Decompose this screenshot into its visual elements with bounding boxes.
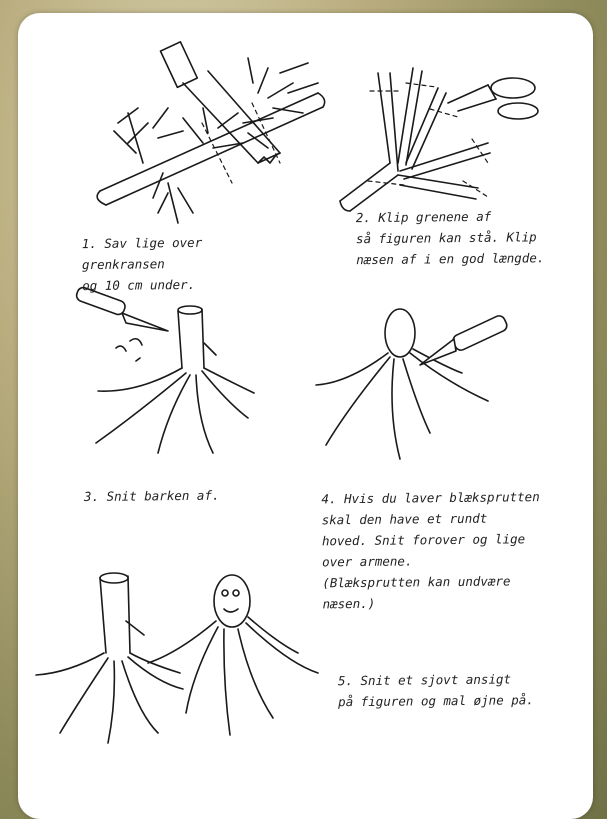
step4-octopus-head-illustration bbox=[316, 309, 509, 459]
step-4-caption: 4. Hvis du laver blæksprutten skal den h… bbox=[321, 486, 582, 615]
step-5-caption: 5. Snit et sjovt ansigt på figuren og ma… bbox=[338, 668, 578, 713]
step-2-caption: 2. Klip grenene af så figuren kan stå. K… bbox=[356, 205, 582, 270]
step-1-caption: 1. Sav lige over grenkransen og 10 cm un… bbox=[82, 231, 293, 296]
step5-finished-figures-illustration bbox=[36, 573, 318, 743]
step3-carving-stump-illustration bbox=[75, 286, 254, 453]
step1-saw-branch-illustration bbox=[97, 42, 325, 223]
step2-pruned-branch-illustration bbox=[340, 68, 538, 211]
step-3-caption: 3. Snit barken af. bbox=[84, 484, 284, 507]
instruction-card: 1. Sav lige over grenkransen og 10 cm un… bbox=[18, 13, 593, 819]
